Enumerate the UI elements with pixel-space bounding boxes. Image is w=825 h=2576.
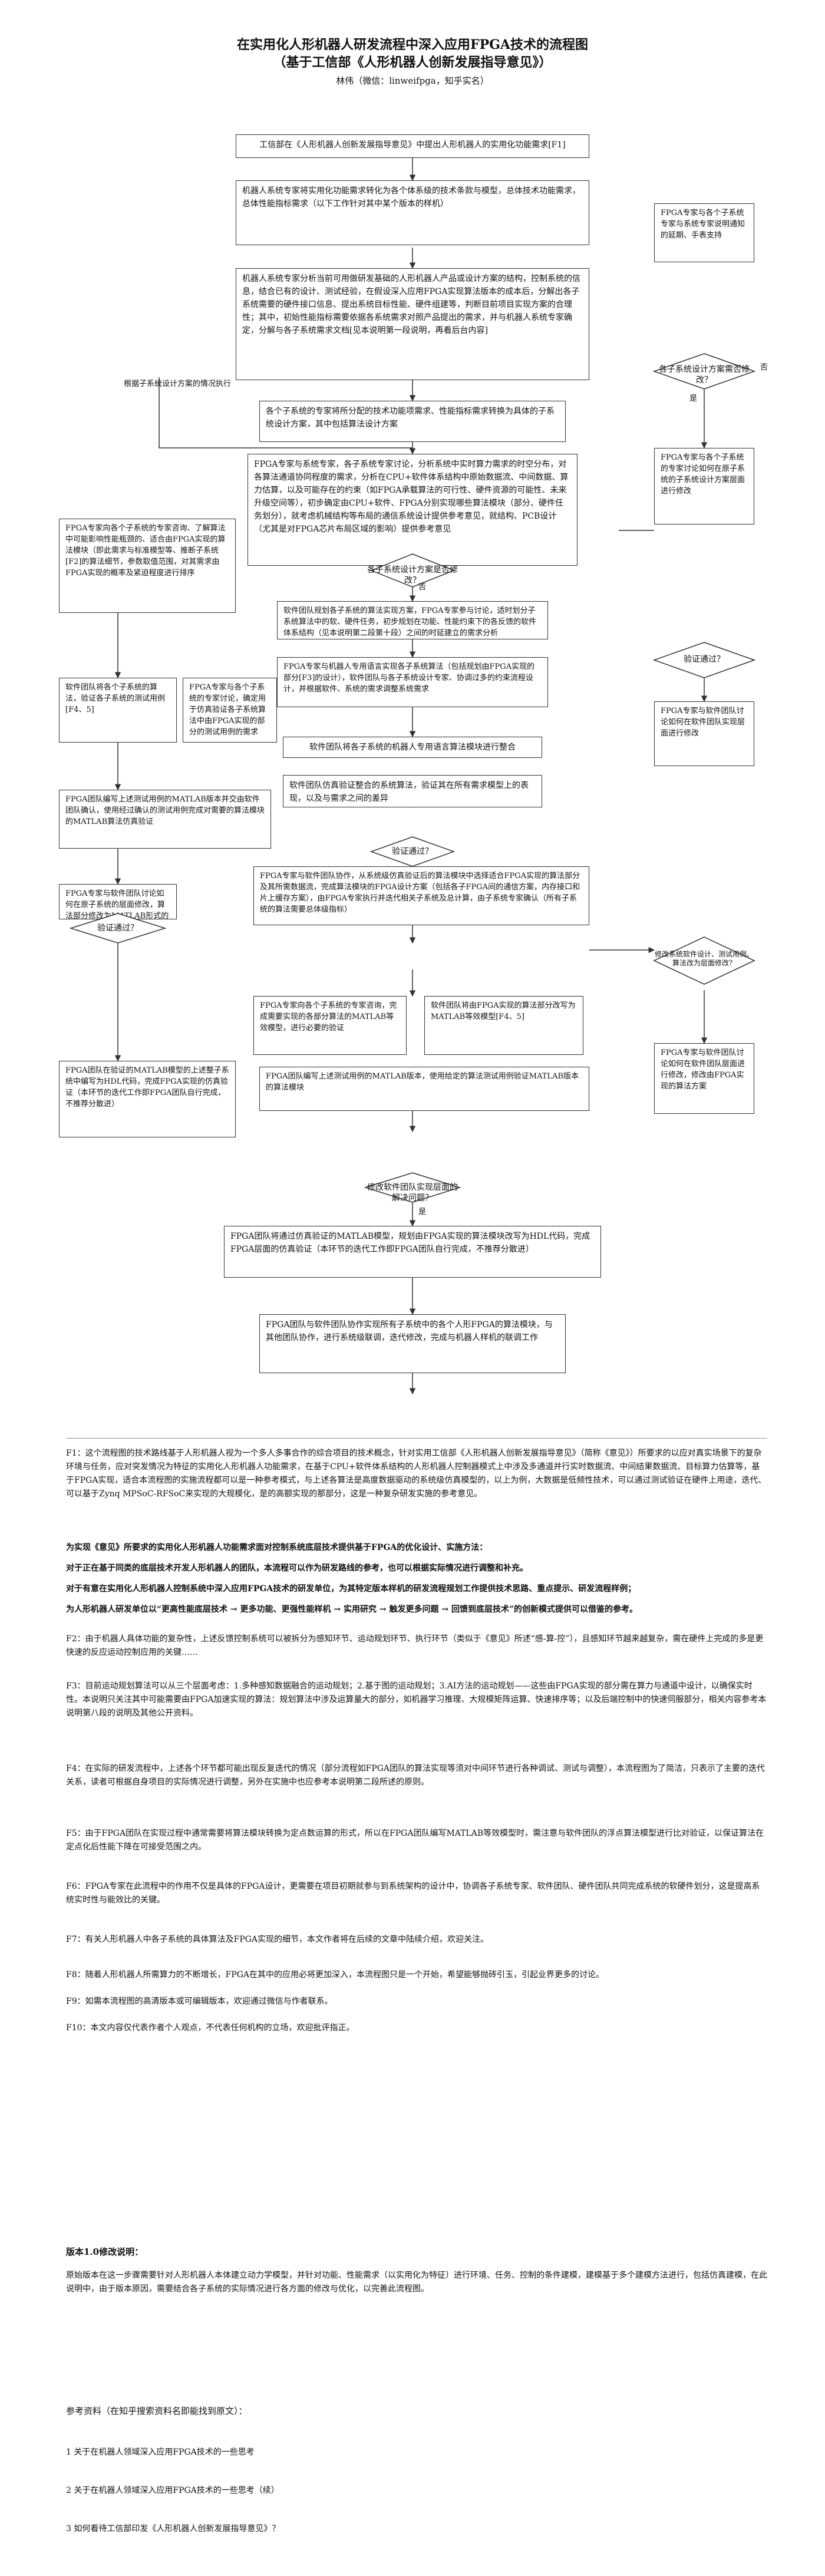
flow-node-n22: FPGA团队将通过仿真验证的MATLAB模型，规划由FPGA实现的算法模块改写为… [224,1226,601,1278]
flow-node-n3: 机器人系统专家分析当前可用做研发基础的人形机器人产品或设计方案的结构，控制系统的… [236,268,589,380]
flow-node-n20: FPGA团队编写上述测试用例的MATLAB版本并交由软件团队确认，使用经过确认的… [59,790,271,849]
flow-node-n19: FPGA团队编写上述测试用例的MATLAB版本，使用给定的算法测试用例验证MAT… [259,1067,589,1111]
note-f9: F9：如需本流程图的高清版本或可编辑版本，欢迎通过微信与作者联系。 [66,1997,333,2006]
flowchart-connectors [114,158,708,1395]
version-text: 原始版本在这一步骤需要针对人形机器人本体建立动力学模型，并针对功能、性能需求（以… [66,2271,767,2294]
decision-d1 [652,353,756,390]
ref-item[interactable]: 2 关于在机器人领域深入应用FPGA技术的一些思考（续） [66,2486,279,2495]
flow-side-r5: FPGA专家与软件团队讨论如何在软件团队层面进行修改，修改由FPGA实现的算法方… [654,1043,754,1114]
bold-line-3: 对于有意在实用化人形机器人控制系统中深入应用FPGA技术的研发单位，为其特定版本… [66,1584,636,1594]
flow-node-n1: 工信部在《人形机器人创新发展指导意见》中提出人形机器人的实用化功能需求[F1] [236,134,589,158]
flow-node-n15: 软件团队将由FPGA实现的算法部分改写为MATLAB等效模型[F4、5] [424,996,583,1055]
flow-node-n4: 各个子系统的专家将所分配的技术功能项需求、性能指标需求转换为具体的子系统设计方案… [259,401,566,442]
ref-item[interactable]: 3 如何看待工信部印发《人形机器人创新发展指导意见》？ [66,2524,280,2534]
yes-label: 是 [418,1208,427,1216]
flow-node-n9: FPGA专家与机器人专用语言实现各子系统算法（包括规划由FPGA实现的部分[F3… [277,657,548,707]
note-f5: F5：由于FPGA团队在实现过程中通常需要将算法模块转换为定点数运算的形式，所以… [66,1829,764,1852]
flow-node-n13: FPGA专家向各个子系统的专家咨询，完成需要实现的各部分算法的MATLAB等效模… [253,996,407,1055]
decision-d2-label: 各子系统设计方案是否修改？ [367,565,458,585]
yes-label: 是 [689,394,698,403]
refs-title: 参考资料（在知乎搜索资料名即能找到原文）： [66,2406,248,2416]
flow-node-n2: 机器人系统专家将实用化功能需求转化为各个体系级的技术条款与模型，总体技术功能需求… [236,180,589,245]
version-title: 版本1.0修改说明： [66,2247,144,2257]
bold-line-4: 为人形机器人研发单位以“更高性能底层技术 → 更多功能、更强性能样机 → 实用研… [66,1605,638,1614]
no-label: 否 [418,583,427,592]
flow-node-n7: 软件团队规划各子系统的算法实现方案，FPGA专家参与讨论，适时划分子系统算法中的… [277,601,548,639]
flow-node-n6: FPGA专家向各个子系统的专家咨询、了解算法中可能影响性能瓶颈的、适合由FPGA… [59,519,236,613]
decision-d3-label: 验证通过？ [684,655,725,664]
flow-side-r2: FPGA专家与各个子系统的专家讨论如何在原子系统的子系统设计方案层面进行修改 [654,448,754,525]
flow-node-n10: 软件团队将各子系统的机器人专用语言算法模块进行整合 [283,737,542,758]
flow-side-r3: FPGA专家与软件团队讨论如何在软件团队实现层面进行修改 [654,701,754,766]
flow-node-n14: FPGA专家与各个子系统的专家讨论，确定用于仿真验证各子系统算法中由FPGA实现… [183,678,277,743]
decision-d4 [69,913,167,944]
page-title: 在实用化人形机器人研发流程中深入应用FPGA技术的流程图 [236,37,589,52]
decision-d6 [653,936,755,985]
flow-node-n18: 软件团队将各个子系统的算法，验证各子系统的测试用例[F4、5] [59,678,177,743]
decision-d1-label: 各子系统设计方案需否修改？ [659,365,750,385]
flow-node-n23: FPGA团队与软件团队协作实现所有子系统中的各个人形FPGA的算法模块，与其他团… [259,1314,566,1373]
page-subtitle: （基于工信部《人形机器人创新发展指导意见》） [273,55,552,70]
flow-node-n21: FPGA团队在验证的MATLAB模型的上述整子系统中编写为HDL代码，完成FPG… [59,1061,236,1137]
separator [66,1438,767,1439]
note-f4: F4：在实际的研发流程中，上述各个环节都可能出现反复迭代的情况（部分流程如FPG… [66,1764,765,1787]
decision-d3 [652,642,756,678]
flow-node-n5: FPGA专家与系统专家，各子系统专家讨论，分析系统中实时算力需求的时空分布，对各… [248,454,578,566]
author-line: 林伟（微信：linweifpga，知乎实名） [336,75,489,86]
ref-item[interactable]: 1 关于在机器人领域深入应用FPGA技术的一些思考 [66,2448,255,2457]
note-f3: F3：目前运动规划算法可以从三个层面考虑：1.多种感知数据融合的运动规划；2.基… [66,1681,767,1718]
decision-d7 [364,1172,461,1203]
decision-d4-label: 验证通过？ [97,923,138,933]
no-label: 否 [760,363,768,372]
note-f6: F6：FPGA专家在此流程中的作用不仅是具体的FPGA设计，更需要在项目初期就参… [66,1882,760,1905]
decision-d5-label: 验证通过？ [392,847,433,856]
flow-side-r1: FPGA专家与各个子系统专家与系统专家说明通知的延期、手表支持 [654,203,754,262]
loop-label: 根据子系统设计方案的情况执行 [124,380,232,388]
note-f1: F1：这个流程图的技术路线基于人形机器人视为一个多人多事合作的综合项目的技术概念… [66,1449,767,1499]
flow-node-n11: 软件团队仿真验证整合的系统算法，验证其在所有需求模型上的表现，以及与需求之间的差… [283,775,542,807]
note-f10: F10：本文内容仅代表作者个人观点，不代表任何机构的立场，欢迎批评指正。 [66,2023,355,2033]
decision-shapes [69,353,756,1203]
decision-d7-label: 修改软件团队实现层面的解决问题？ [367,1183,458,1203]
bold-line-1: 为实现《意见》所要求的实用化人形机器人功能需求面对控制系统底层技术提供基于FPG… [66,1543,488,1552]
note-f2: F2：由于机器人具体功能的复杂性，上述反馈控制系统可以被拆分为感知环节、运动规划… [66,1634,764,1657]
decision-d5 [369,836,456,867]
note-f7: F7：有关人形机器人中各子系统的具体算法及FPGA实现的细节，本文作者将在后续的… [66,1935,489,1944]
decision-d6-label: 修改系统软件设计、测试用例、算法改为层面修改？ [654,950,754,967]
decision-d2 [369,553,456,588]
note-f8: F8：随着人形机器人所需算力的不断增长，FPGA在其中的应用必将更加深入，本流程… [66,1970,605,1980]
flow-node-n12: FPGA专家与软件团队协作，从系统级仿真验证后的算法模块中选择适合FPGA实现的… [253,866,589,925]
bold-line-2: 对于正在基于同类的底层技术开发人形机器人的团队，本流程可以作为研发路线的参考，也… [66,1564,528,1573]
